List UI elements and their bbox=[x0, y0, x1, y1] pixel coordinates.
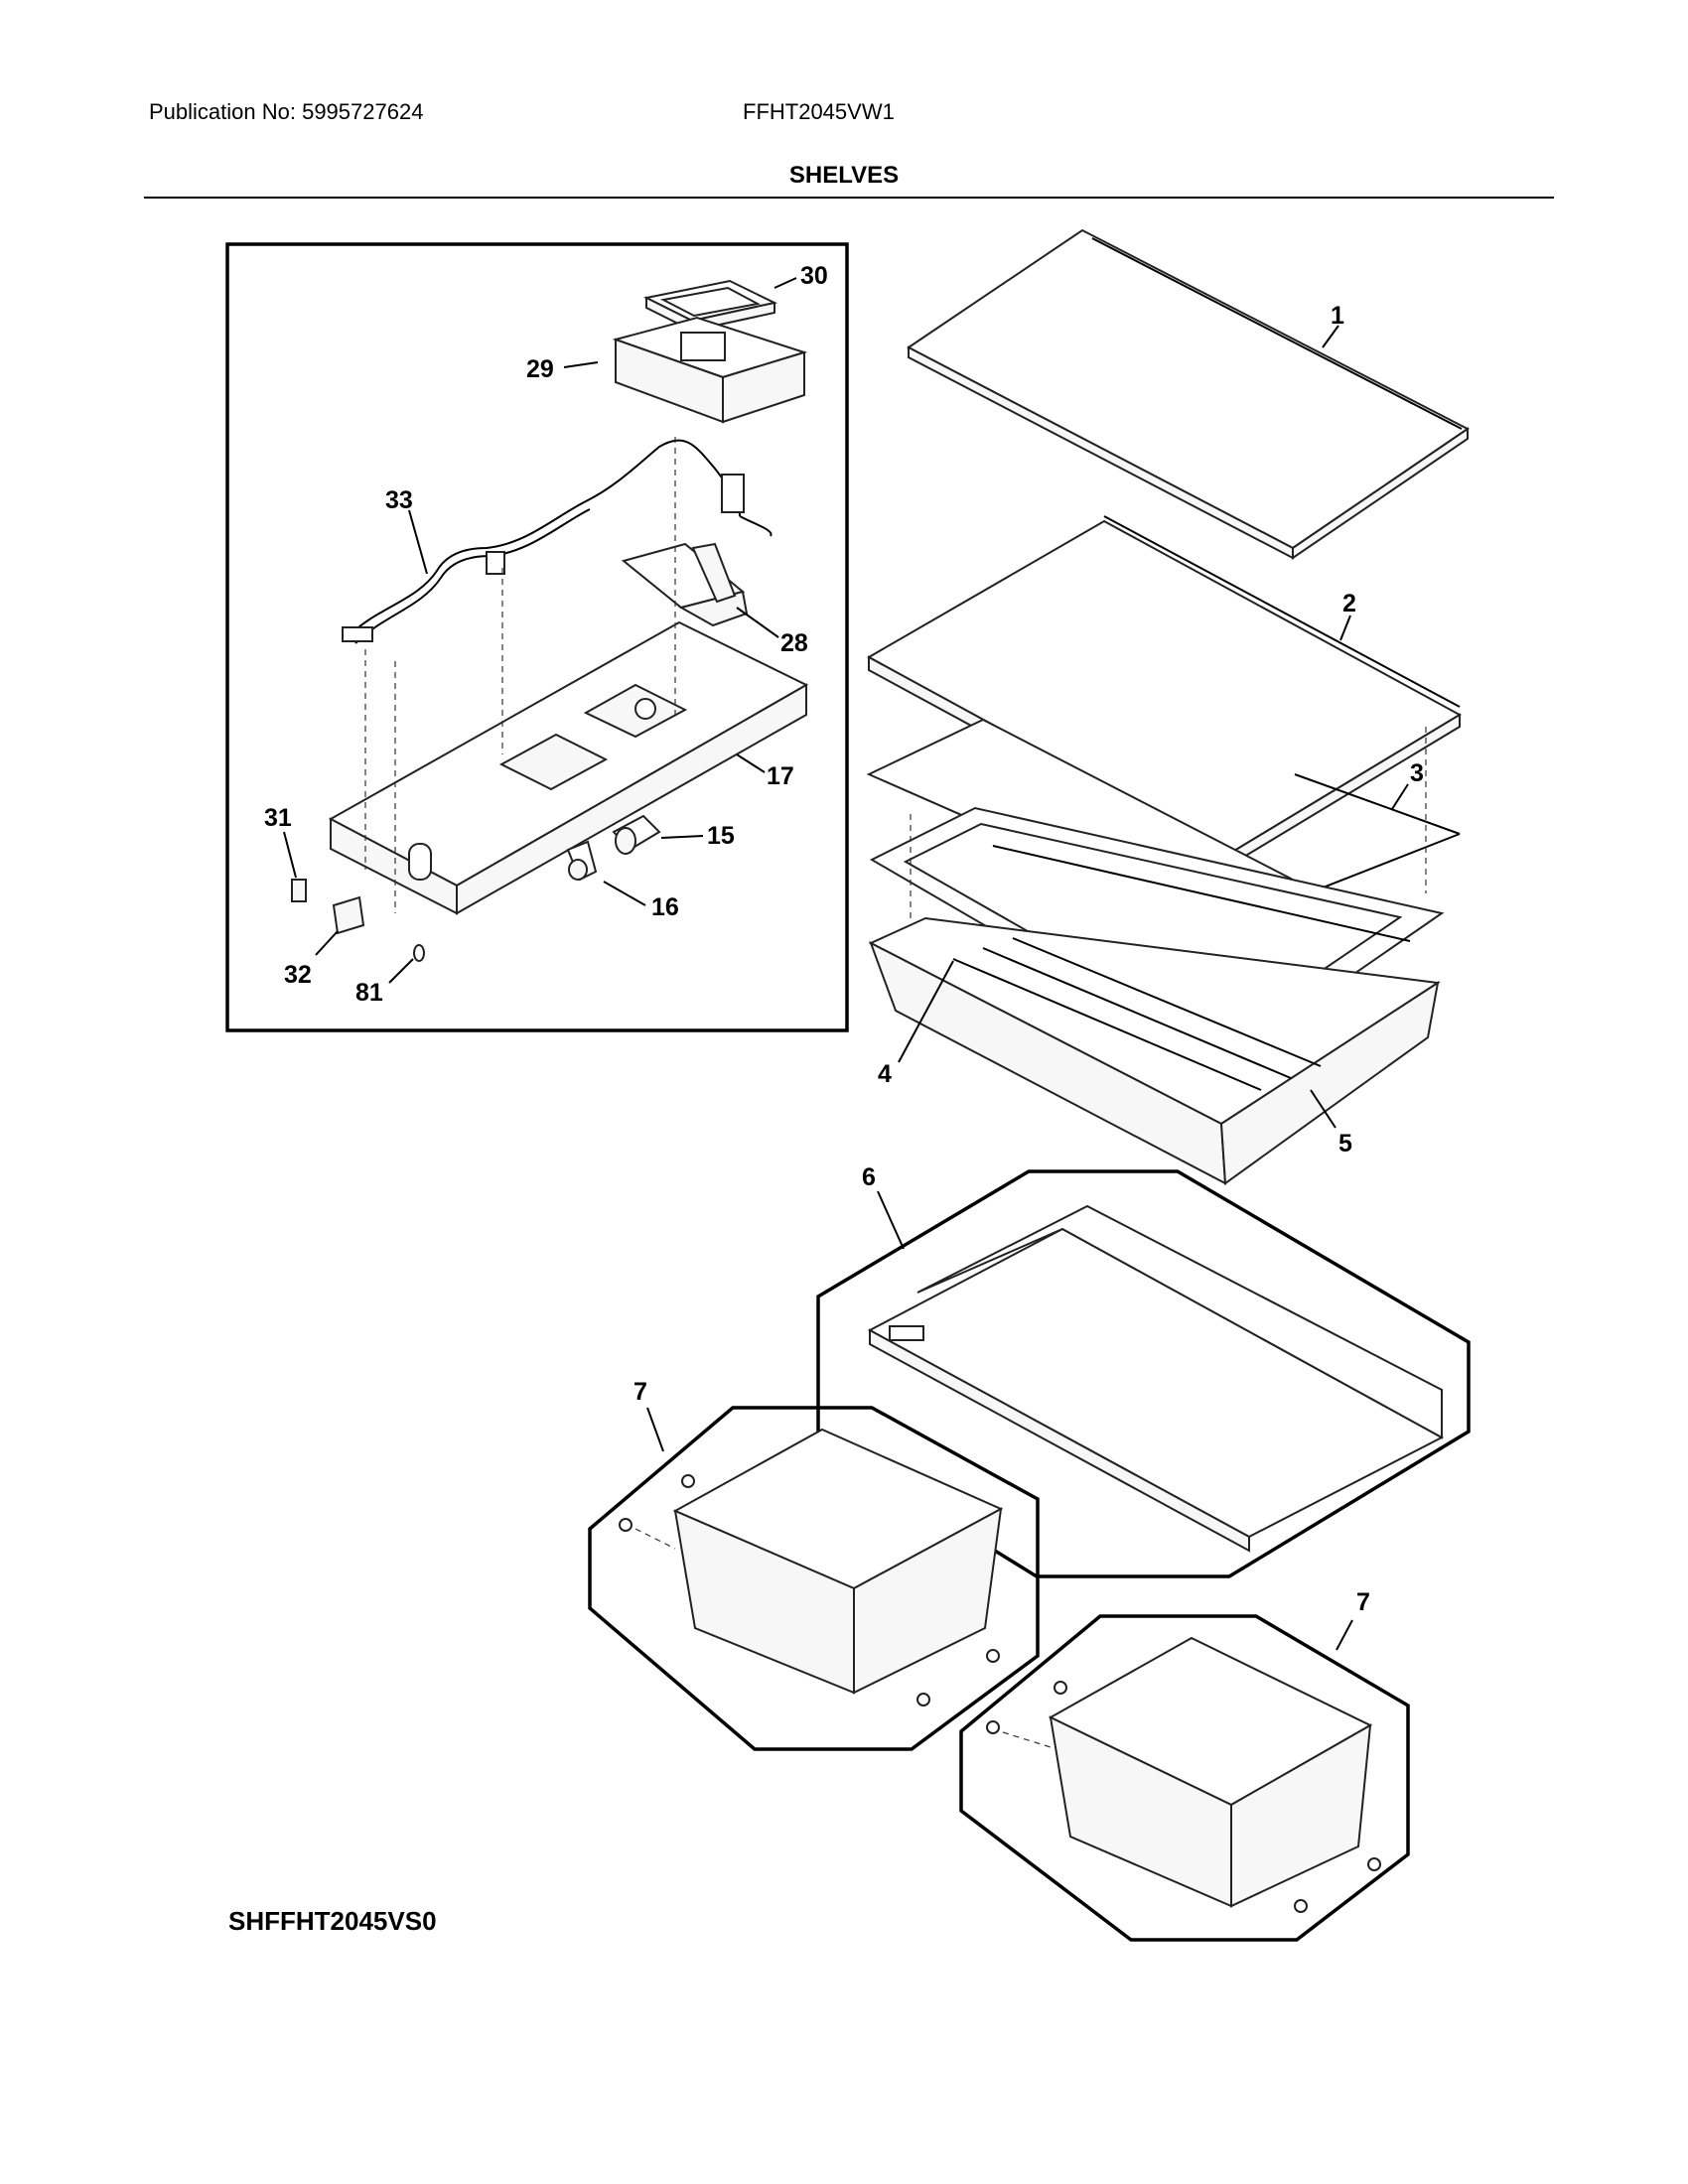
callout-81: 81 bbox=[355, 979, 383, 1007]
callout-28: 28 bbox=[780, 629, 808, 657]
model-number: FFHT2045VW1 bbox=[743, 99, 895, 124]
callout-4: 4 bbox=[878, 1060, 892, 1088]
part-1-glass-shelf bbox=[907, 228, 1470, 560]
header-rule bbox=[144, 197, 1554, 199]
callout-33: 33 bbox=[385, 486, 413, 514]
callout-32: 32 bbox=[284, 961, 312, 989]
crisper-drawer-frame-left bbox=[588, 1406, 1040, 1751]
part-29-light-housing bbox=[612, 316, 808, 424]
callout-7-right: 7 bbox=[1356, 1588, 1370, 1616]
callout-29: 29 bbox=[526, 355, 554, 383]
part-81-screw bbox=[413, 944, 425, 962]
callout-1: 1 bbox=[1331, 302, 1344, 330]
part-16-switch bbox=[566, 840, 598, 882]
callout-7-left: 7 bbox=[633, 1378, 647, 1406]
part-17-control-housing bbox=[328, 620, 809, 915]
diagram-code: SHFFHT2045VS0 bbox=[228, 1906, 437, 1936]
callout-6: 6 bbox=[862, 1163, 876, 1191]
callout-3: 3 bbox=[1410, 759, 1424, 787]
guide-line bbox=[1002, 1731, 1052, 1748]
callout-17: 17 bbox=[767, 762, 794, 790]
callout-2: 2 bbox=[1342, 590, 1356, 617]
part-32-switch bbox=[332, 895, 365, 935]
part-7-crisper-drawer-left bbox=[619, 1428, 1004, 1706]
callout-30: 30 bbox=[800, 262, 828, 290]
callout-16: 16 bbox=[651, 893, 679, 921]
inset-frame bbox=[225, 242, 849, 1032]
part-28-bracket bbox=[621, 542, 749, 627]
part-33-wire-harness bbox=[342, 439, 773, 644]
publication-number: Publication No: 5995727624 bbox=[149, 99, 424, 124]
callout-5: 5 bbox=[1338, 1130, 1352, 1158]
crisper-drawer-frame-right bbox=[959, 1614, 1410, 1942]
callout-15: 15 bbox=[707, 822, 735, 850]
part-31-clip bbox=[291, 879, 307, 902]
part-5-crisper-tray bbox=[868, 916, 1441, 1185]
part-6-crisper-cover bbox=[867, 1204, 1445, 1553]
part-15-light-socket bbox=[612, 814, 661, 855]
part-7-crisper-drawer-right bbox=[986, 1636, 1381, 1913]
leader-lines bbox=[283, 277, 1409, 1651]
callout-31: 31 bbox=[264, 804, 292, 832]
page-title: SHELVES bbox=[788, 162, 900, 189]
guide-line bbox=[634, 1528, 676, 1550]
callout-labels: 1 2 3 4 5 6 7 7 15 16 17 28 29 30 31 32 … bbox=[264, 262, 1424, 1616]
